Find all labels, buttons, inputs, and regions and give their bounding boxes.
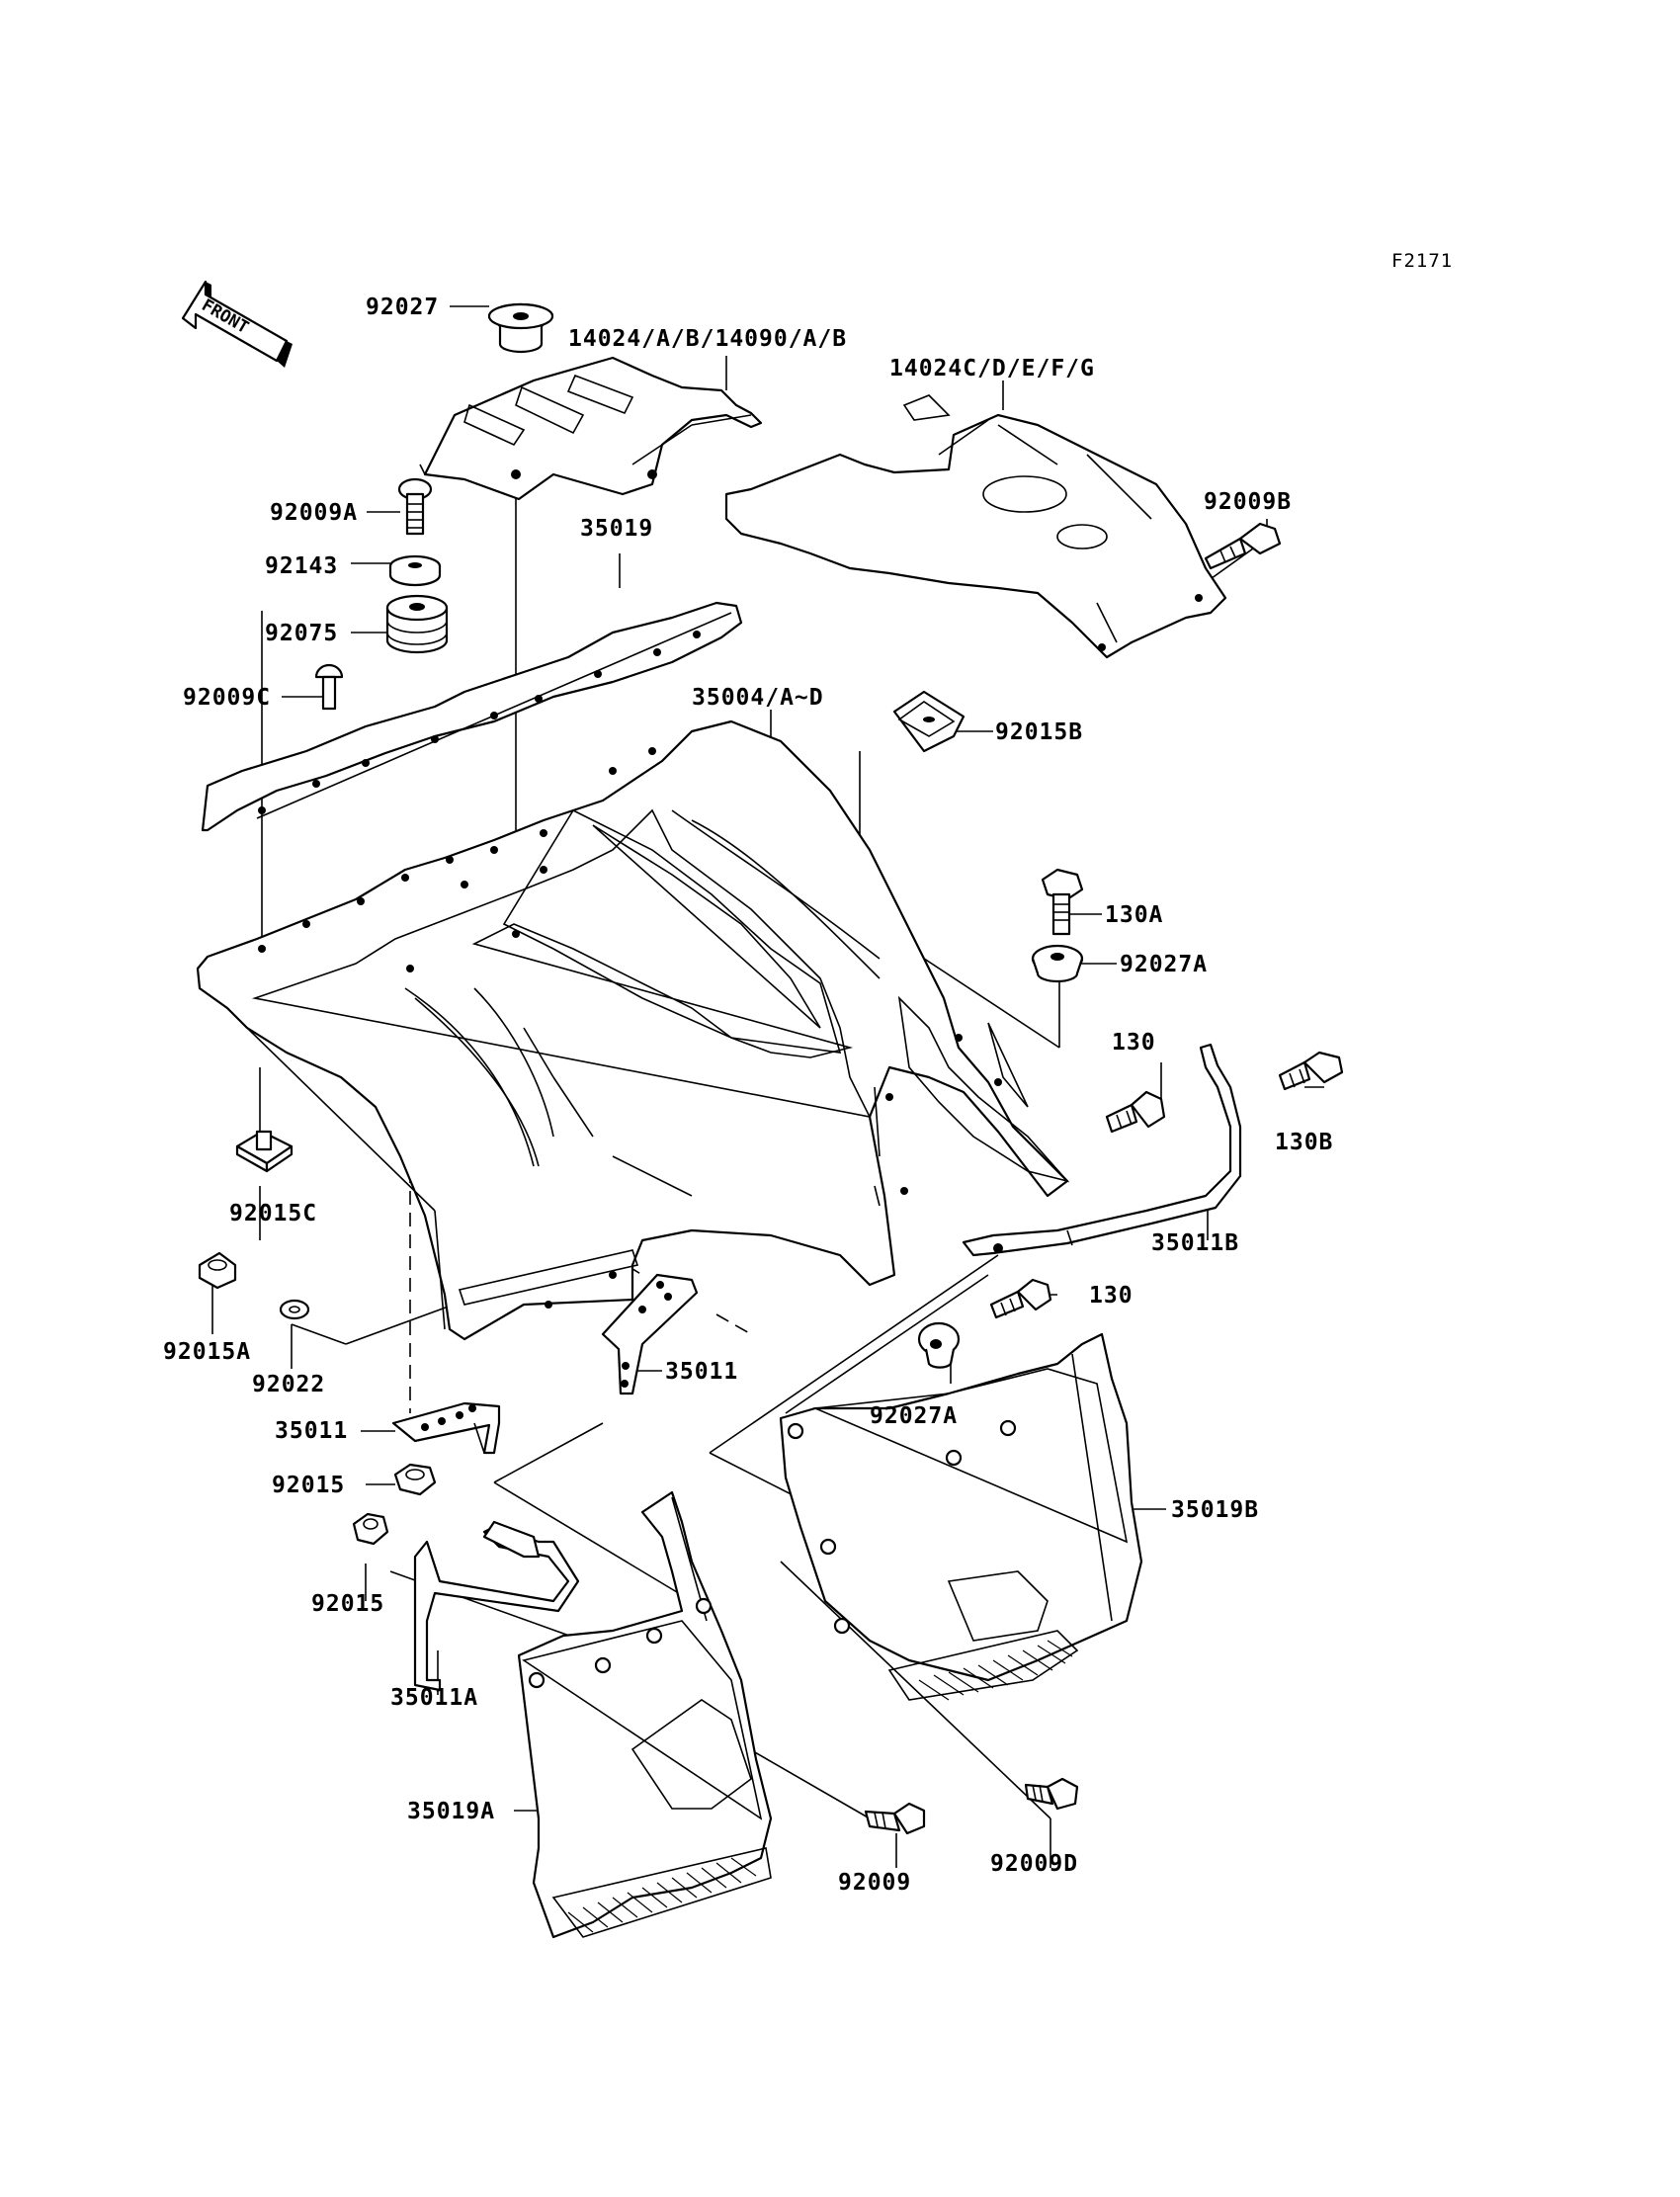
clip-nut-92015c-icon — [235, 1130, 294, 1173]
label-35011a: 35011A — [390, 1685, 478, 1711]
label-92143: 92143 — [265, 553, 338, 579]
rack-bar — [201, 601, 743, 832]
bolt-130-top-icon — [1105, 1090, 1166, 1134]
label-92009c: 92009C — [183, 685, 271, 711]
label-35019: 35019 — [580, 516, 653, 542]
label-130b: 130B — [1275, 1130, 1333, 1155]
label-35019a: 35019A — [407, 1799, 495, 1824]
label-35004: 35004/A~D — [692, 685, 824, 711]
label-92015-top: 92015 — [272, 1473, 345, 1498]
label-130a: 130A — [1105, 902, 1163, 928]
mud-flap-right — [779, 1332, 1143, 1701]
label-92009a: 92009A — [270, 500, 358, 526]
washer-92022-icon — [279, 1299, 310, 1320]
label-92027a-bot: 92027A — [870, 1403, 958, 1429]
label-35011b: 35011B — [1151, 1230, 1239, 1256]
label-92009b: 92009B — [1204, 489, 1292, 515]
part-labels: 92027 14024/A/B/14090/A/B 14024C/D/E/F/G… — [163, 295, 1333, 1896]
rack-cover-top — [419, 356, 763, 501]
label-35011-left: 35011 — [275, 1418, 348, 1444]
figure-code: F2171 — [1391, 250, 1453, 272]
bolt-92009a-icon — [397, 477, 433, 536]
label-92075: 92075 — [265, 621, 338, 646]
nut-92015a-icon — [198, 1251, 237, 1290]
collar-92027a-top-icon — [1031, 944, 1084, 983]
label-92015a: 92015A — [163, 1339, 251, 1365]
rack-cover-rear — [724, 394, 1227, 659]
bolt-92009d-icon — [1024, 1777, 1079, 1811]
nut-92015-bot-icon — [352, 1512, 389, 1546]
grommet-92143-icon — [388, 554, 442, 587]
label-130-mid: 130 — [1089, 1283, 1134, 1309]
stay-35011a — [413, 1520, 580, 1692]
nut-92015-top-icon — [393, 1463, 437, 1496]
rear-fender — [196, 719, 1070, 1341]
damper-92075-icon — [385, 594, 449, 654]
label-92027a-top: 92027A — [1120, 952, 1208, 977]
label-14024-ab: 14024/A/B/14090/A/B — [568, 326, 847, 352]
bolt-130b-icon — [1278, 1051, 1344, 1091]
bolt-130a-icon — [1041, 868, 1084, 936]
label-92015-bot: 92015 — [311, 1591, 384, 1617]
label-92009d: 92009D — [990, 1851, 1078, 1877]
clip-nut-92015b-icon — [892, 690, 966, 753]
front-arrow-icon: FRONT — [181, 280, 293, 368]
bolt-130-mid-icon — [989, 1278, 1052, 1319]
mud-flap-left — [517, 1490, 773, 1939]
label-92027: 92027 — [366, 295, 439, 320]
label-35019b: 35019B — [1171, 1497, 1259, 1523]
bolt-92009-icon — [864, 1802, 926, 1835]
label-14024c-g: 14024C/D/E/F/G — [889, 356, 1095, 381]
bracket-35011-mid — [601, 1273, 699, 1395]
collar-92027-icon — [487, 302, 554, 354]
label-92022: 92022 — [252, 1372, 325, 1397]
bolt-92009b-icon — [1204, 522, 1282, 570]
screw-92009c-icon — [314, 663, 344, 711]
label-92015c: 92015C — [229, 1201, 317, 1226]
bracket-35011-left — [391, 1401, 501, 1455]
label-92015b: 92015B — [995, 719, 1083, 745]
label-35011-mid: 35011 — [665, 1359, 738, 1385]
label-130-top: 130 — [1112, 1030, 1156, 1056]
stay-35011b — [962, 1043, 1242, 1257]
label-92009: 92009 — [838, 1870, 911, 1896]
collar-92027a-bot-icon — [917, 1321, 961, 1369]
